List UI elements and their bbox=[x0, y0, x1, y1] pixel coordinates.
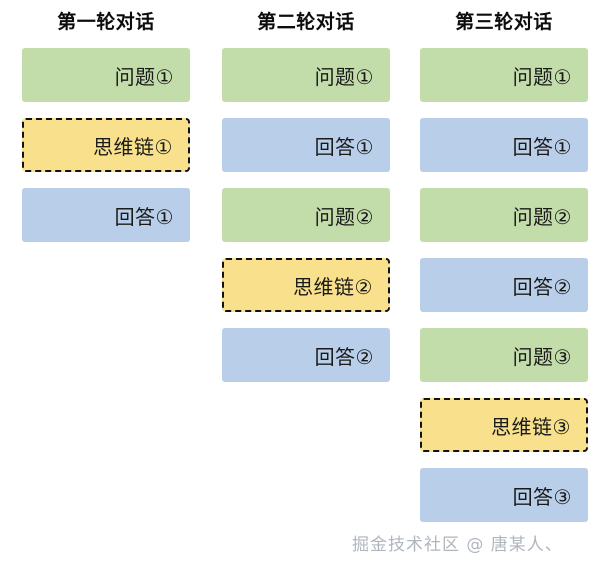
dialogue-node-question: 问题① bbox=[420, 48, 588, 102]
dialogue-node-answer: 回答① bbox=[420, 118, 588, 172]
dialogue-node-label: 思维链① bbox=[93, 134, 173, 159]
dialogue-node-question: 问题① bbox=[222, 48, 390, 102]
dialogue-node-label: 回答③ bbox=[512, 484, 572, 509]
dialogue-node-question: 问题② bbox=[222, 188, 390, 242]
dialogue-node-label: 思维链③ bbox=[491, 414, 571, 439]
dialogue-node-cot: 思维链③ bbox=[420, 398, 588, 452]
dialogue-round-column-2: 第二轮对话 问题① 回答① 问题② 思维链② 回答② bbox=[222, 0, 390, 398]
dialogue-node-label: 思维链② bbox=[293, 274, 373, 299]
column-title-round-2: 第二轮对话 bbox=[257, 11, 355, 33]
dialogue-node-answer: 回答① bbox=[222, 118, 390, 172]
dialogue-node-answer: 回答② bbox=[222, 328, 390, 382]
node-stack-round-3: 问题① 回答① 问题② 回答② 问题③ 思维链③ 回答③ bbox=[420, 48, 588, 522]
column-title-round-1: 第一轮对话 bbox=[57, 11, 155, 33]
dialogue-node-label: 问题② bbox=[512, 204, 572, 229]
dialogue-node-label: 回答② bbox=[512, 274, 572, 299]
dialogue-node-question: 问题③ bbox=[420, 328, 588, 382]
node-stack-round-1: 问题① 思维链① 回答① bbox=[22, 48, 190, 242]
dialogue-node-cot: 思维链① bbox=[22, 118, 190, 172]
dialogue-node-answer: 回答② bbox=[420, 258, 588, 312]
dialogue-node-answer: 回答③ bbox=[420, 468, 588, 522]
dialogue-node-label: 问题② bbox=[314, 204, 374, 229]
dialogue-node-cot: 思维链② bbox=[222, 258, 390, 312]
dialogue-node-label: 问题① bbox=[512, 64, 572, 89]
dialogue-node-question: 问题① bbox=[22, 48, 190, 102]
dialogue-node-label: 回答① bbox=[512, 134, 572, 159]
dialogue-node-question: 问题② bbox=[420, 188, 588, 242]
dialogue-node-label: 问题③ bbox=[512, 344, 572, 369]
dialogue-node-label: 回答① bbox=[314, 134, 374, 159]
dialogue-round-column-1: 第一轮对话 问题① 思维链① 回答① bbox=[22, 0, 190, 258]
column-title-round-3: 第三轮对话 bbox=[455, 11, 553, 33]
dialogue-round-column-3: 第三轮对话 问题① 回答① 问题② 回答② 问题③ 思维链③ 回答③ bbox=[420, 0, 588, 538]
dialogue-node-label: 回答② bbox=[314, 344, 374, 369]
dialogue-node-label: 问题① bbox=[114, 64, 174, 89]
node-stack-round-2: 问题① 回答① 问题② 思维链② 回答② bbox=[222, 48, 390, 382]
dialogue-node-label: 回答① bbox=[114, 204, 174, 229]
dialogue-node-label: 问题① bbox=[314, 64, 374, 89]
dialogue-node-answer: 回答① bbox=[22, 188, 190, 242]
